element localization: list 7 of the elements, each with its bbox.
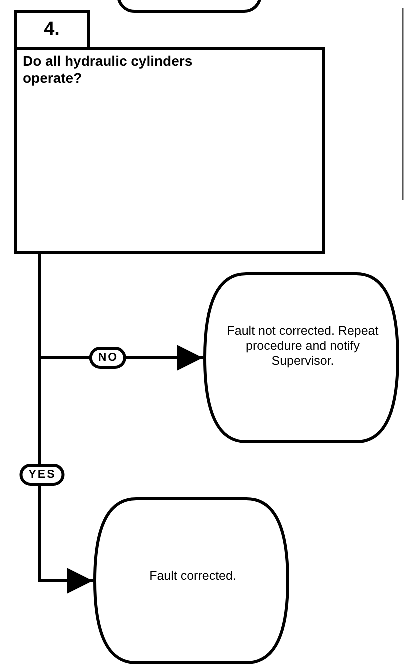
- edge-label: YES: [20, 464, 64, 486]
- result-text: Fault corrected.: [148, 569, 238, 584]
- question-text: Do all hydraulic cylinders operate?: [23, 53, 194, 87]
- edge-label: NO: [89, 347, 127, 369]
- step-number: 4.: [44, 19, 60, 41]
- result-text: Fault not corrected. Repeat procedure and notify Supervisor.: [226, 324, 380, 369]
- arrow: [38, 254, 93, 594]
